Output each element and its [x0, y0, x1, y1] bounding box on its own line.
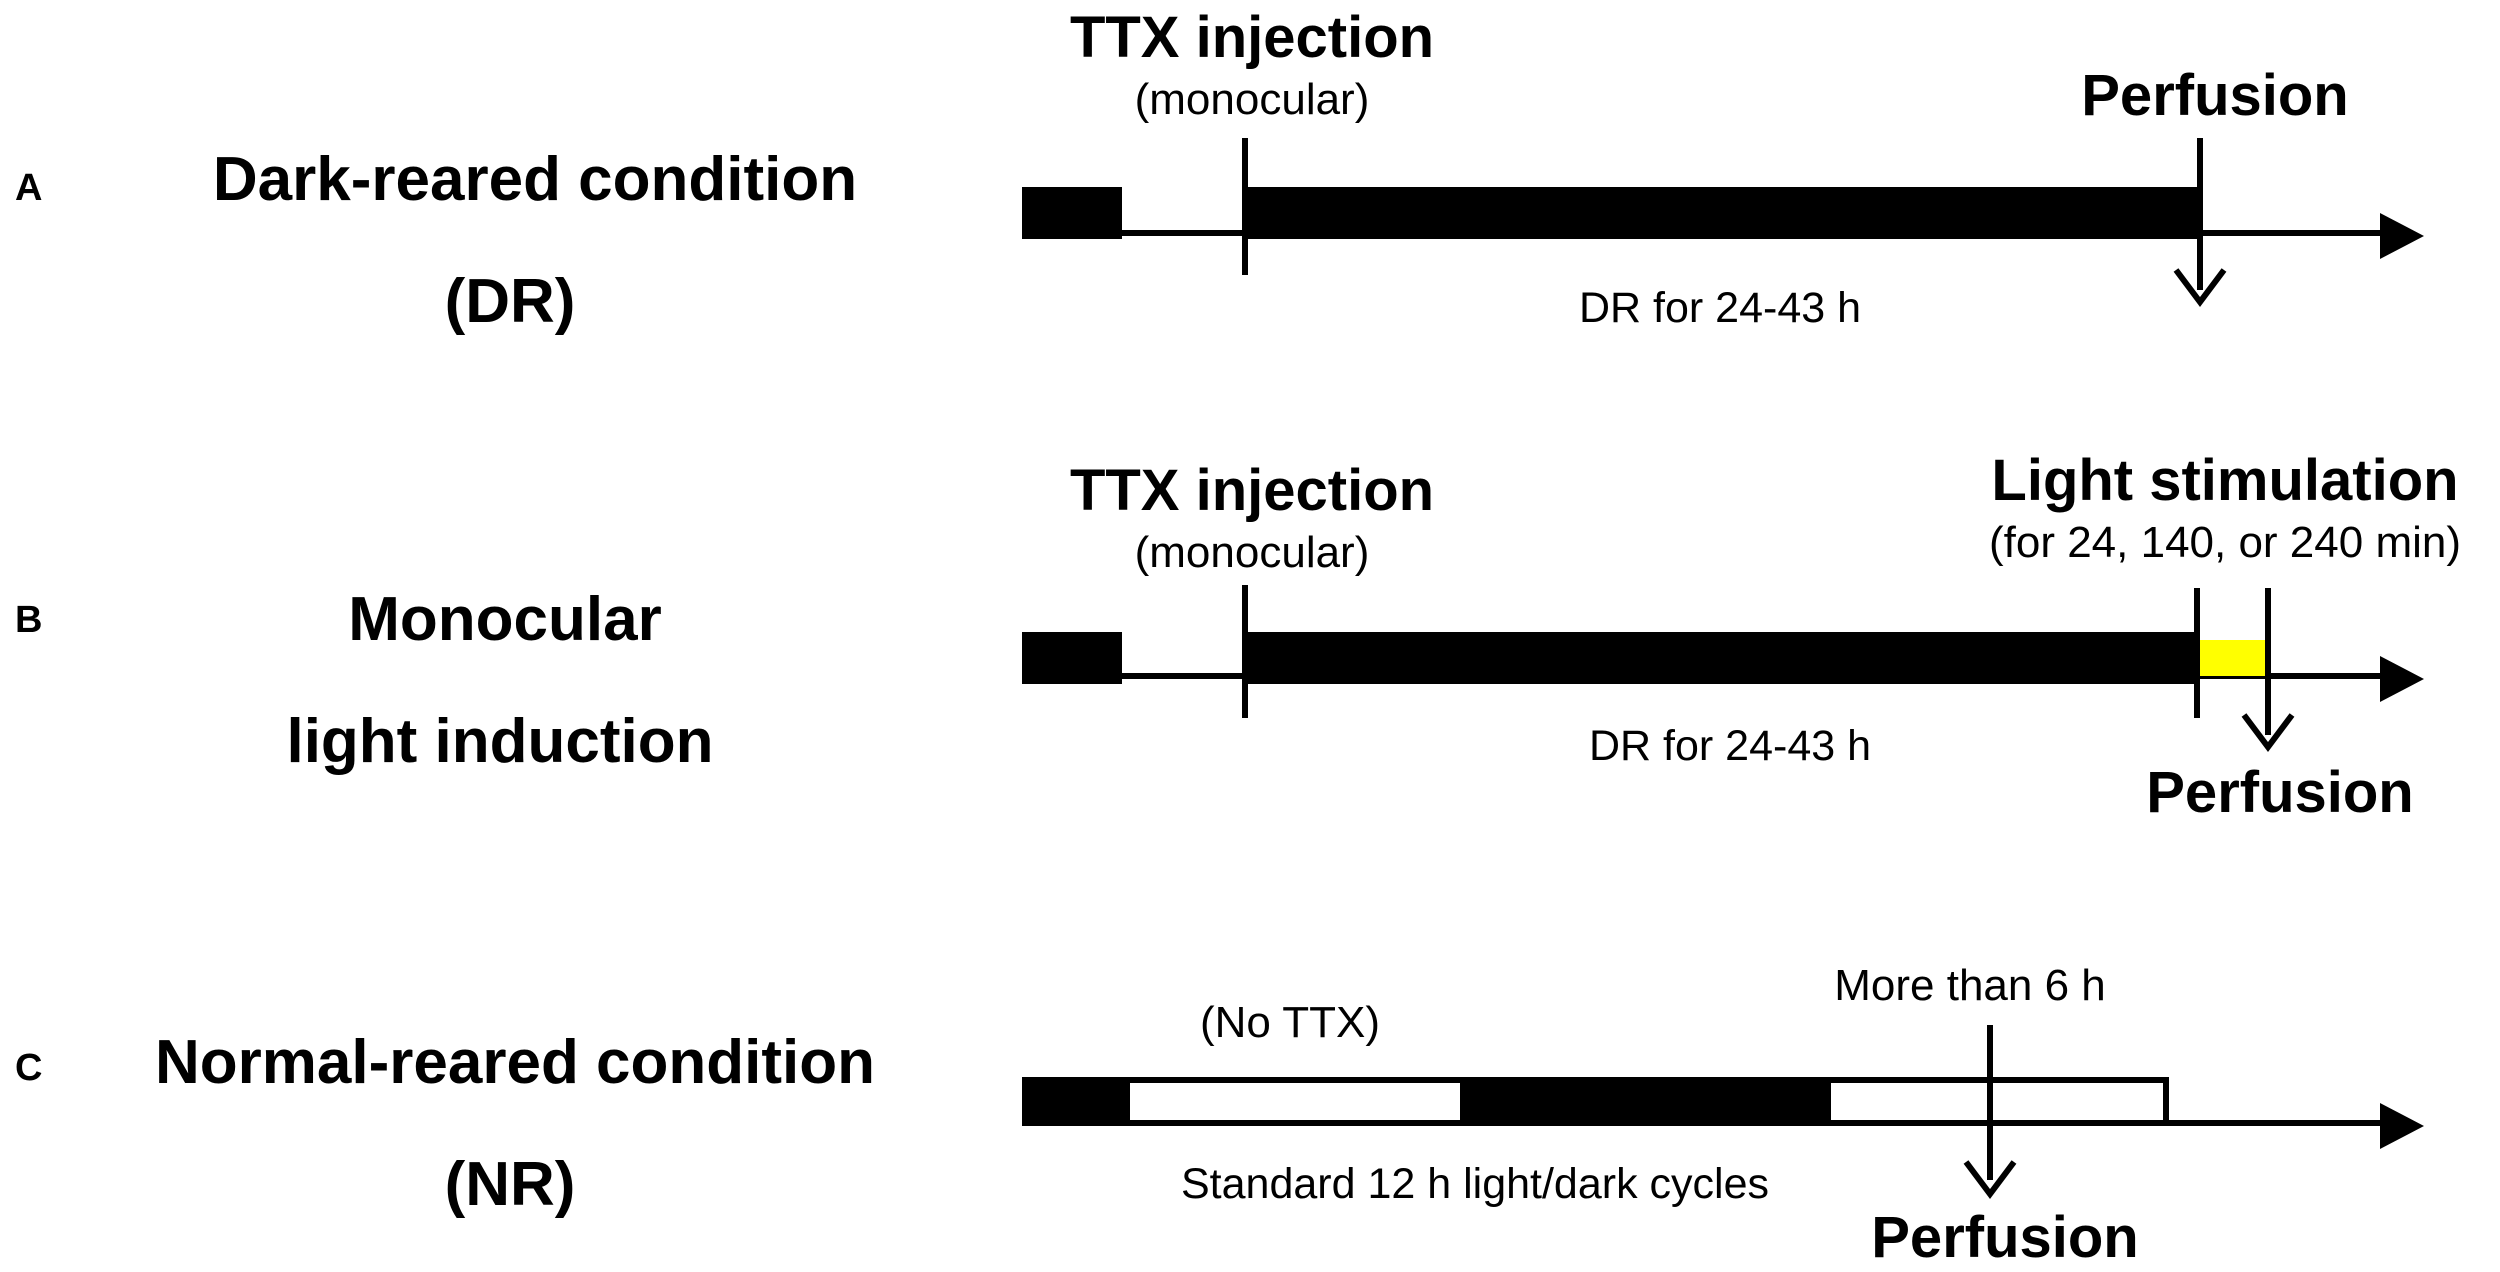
panel-c-dark-segment-1	[1022, 1077, 1124, 1126]
panel-b-light-sub: (for 24, 140, or 240 min)	[1989, 518, 2461, 567]
panel-a-perfusion-arrow	[2173, 268, 2227, 307]
panel-a-axis-arrowhead	[2380, 213, 2424, 259]
panel-b: B Monocular light induction TTX injectio…	[15, 448, 2461, 825]
panel-a: A Dark-reared condition (DR) TTX injecti…	[15, 5, 2424, 336]
panel-c-axis-arrowhead	[2380, 1103, 2424, 1149]
panel-a-duration-label: DR for 24-43 h	[1579, 284, 1861, 332]
panel-a-ttx-title: TTX injection	[1070, 5, 1434, 70]
panel-b-title: Monocular	[348, 585, 661, 654]
panel-a-perfusion-title: Perfusion	[2081, 63, 2349, 128]
panel-c-light-segment-1	[1124, 1077, 1466, 1126]
panel-c-interval-label: More than 6 h	[1834, 961, 2106, 1010]
panel-c-dark-segment-2	[1463, 1077, 1828, 1126]
panel-a-letter: A	[15, 167, 42, 209]
panel-c-cycle-label: Standard 12 h light/dark cycles	[1181, 1160, 1769, 1208]
panel-a-ttx-sub: (monocular)	[1135, 75, 1370, 124]
panel-c-perfusion-arrow	[1963, 1160, 2017, 1199]
panel-b-perfusion-title: Perfusion	[2146, 760, 2414, 825]
panel-a-dark-block-2	[1245, 187, 2200, 239]
panel-a-title: Dark-reared condition	[213, 145, 857, 214]
panel-b-subtitle: light induction	[286, 707, 713, 776]
panel-b-letter: B	[15, 599, 42, 641]
panel-b-dark-block-1	[1022, 632, 1122, 684]
panel-a-dark-block-1	[1022, 187, 1122, 239]
panel-b-duration-label: DR for 24-43 h	[1589, 722, 1871, 770]
panel-c-letter: C	[15, 1047, 42, 1089]
panel-b-light-block	[2200, 640, 2268, 676]
panel-c-perfusion-title: Perfusion	[1871, 1205, 2139, 1267]
panel-b-dark-block-2	[1245, 632, 2200, 684]
panel-c-light-segment-2	[1825, 1077, 2169, 1126]
panel-b-light-title: Light stimulation	[1991, 448, 2458, 513]
panel-b-axis-arrowhead	[2380, 656, 2424, 702]
panel-b-ttx-sub: (monocular)	[1135, 528, 1370, 577]
panel-c-no-ttx-note: (No TTX)	[1200, 998, 1380, 1047]
panel-b-perfusion-arrow	[2241, 713, 2295, 752]
panel-c-title: Normal-reared condition	[155, 1028, 875, 1097]
panel-c-subtitle: (NR)	[445, 1150, 576, 1219]
panel-c: C Normal-reared condition (NR) (No TTX) …	[15, 961, 2424, 1270]
panel-a-subtitle: (DR)	[445, 267, 576, 336]
panel-b-ttx-title: TTX injection	[1070, 458, 1434, 523]
